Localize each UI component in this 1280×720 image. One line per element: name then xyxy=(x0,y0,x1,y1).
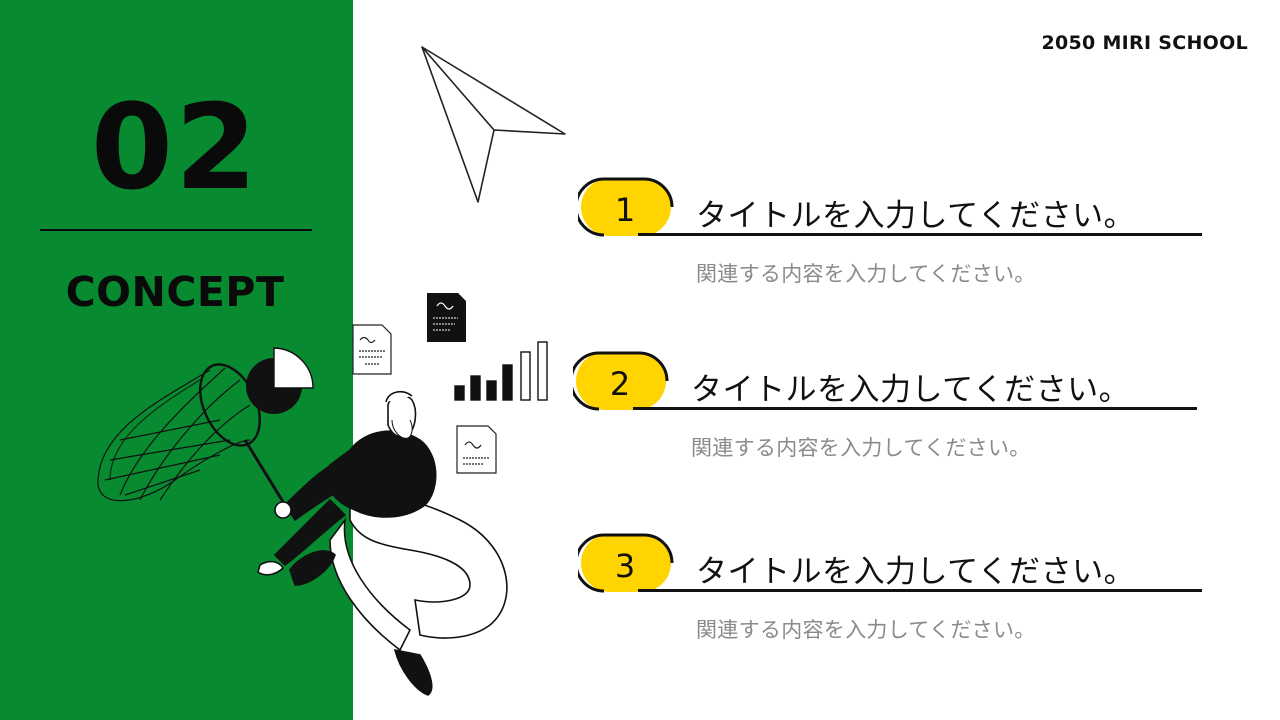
pie-chart-icon xyxy=(246,347,314,414)
title-underline xyxy=(633,407,1197,410)
item-description: 関連する内容を入力してください。 xyxy=(696,618,1036,642)
document-icon xyxy=(456,425,497,474)
item-title: タイトルを入力してください。 xyxy=(696,198,1136,234)
number-pill: 3 xyxy=(578,533,674,593)
item-description: 関連する内容を入力してください。 xyxy=(696,262,1036,286)
list-item-2: 2 タイトルを入力してください。 関連する内容を入力してください。 xyxy=(573,350,1213,470)
item-description: 関連する内容を入力してください。 xyxy=(691,436,1031,460)
item-title: タイトルを入力してください。 xyxy=(691,372,1131,408)
item-number: 1 xyxy=(615,191,635,229)
document-icon xyxy=(427,293,466,342)
title-underline xyxy=(638,589,1202,592)
bar-chart-icon xyxy=(454,341,548,401)
brand-name: 2050 MIRI SCHOOL xyxy=(1041,32,1248,54)
number-pill: 1 xyxy=(578,177,674,237)
item-title: タイトルを入力してください。 xyxy=(696,554,1136,590)
section-number: 02 xyxy=(90,78,260,216)
item-number: 2 xyxy=(610,365,630,403)
person-illustration xyxy=(257,390,508,696)
butterfly-net-icon xyxy=(97,363,287,506)
document-icon xyxy=(352,324,392,375)
illustration xyxy=(97,46,566,696)
section-label: CONCEPT xyxy=(65,268,285,316)
section-divider xyxy=(40,229,312,231)
list-item-3: 3 タイトルを入力してください。 関連する内容を入力してください。 xyxy=(578,532,1218,652)
list-item-1: 1 タイトルを入力してください。 関連する内容を入力してください。 xyxy=(578,176,1218,296)
number-pill: 2 xyxy=(573,351,669,411)
paper-plane-icon xyxy=(421,46,566,203)
item-number: 3 xyxy=(615,547,635,585)
title-underline xyxy=(638,233,1202,236)
